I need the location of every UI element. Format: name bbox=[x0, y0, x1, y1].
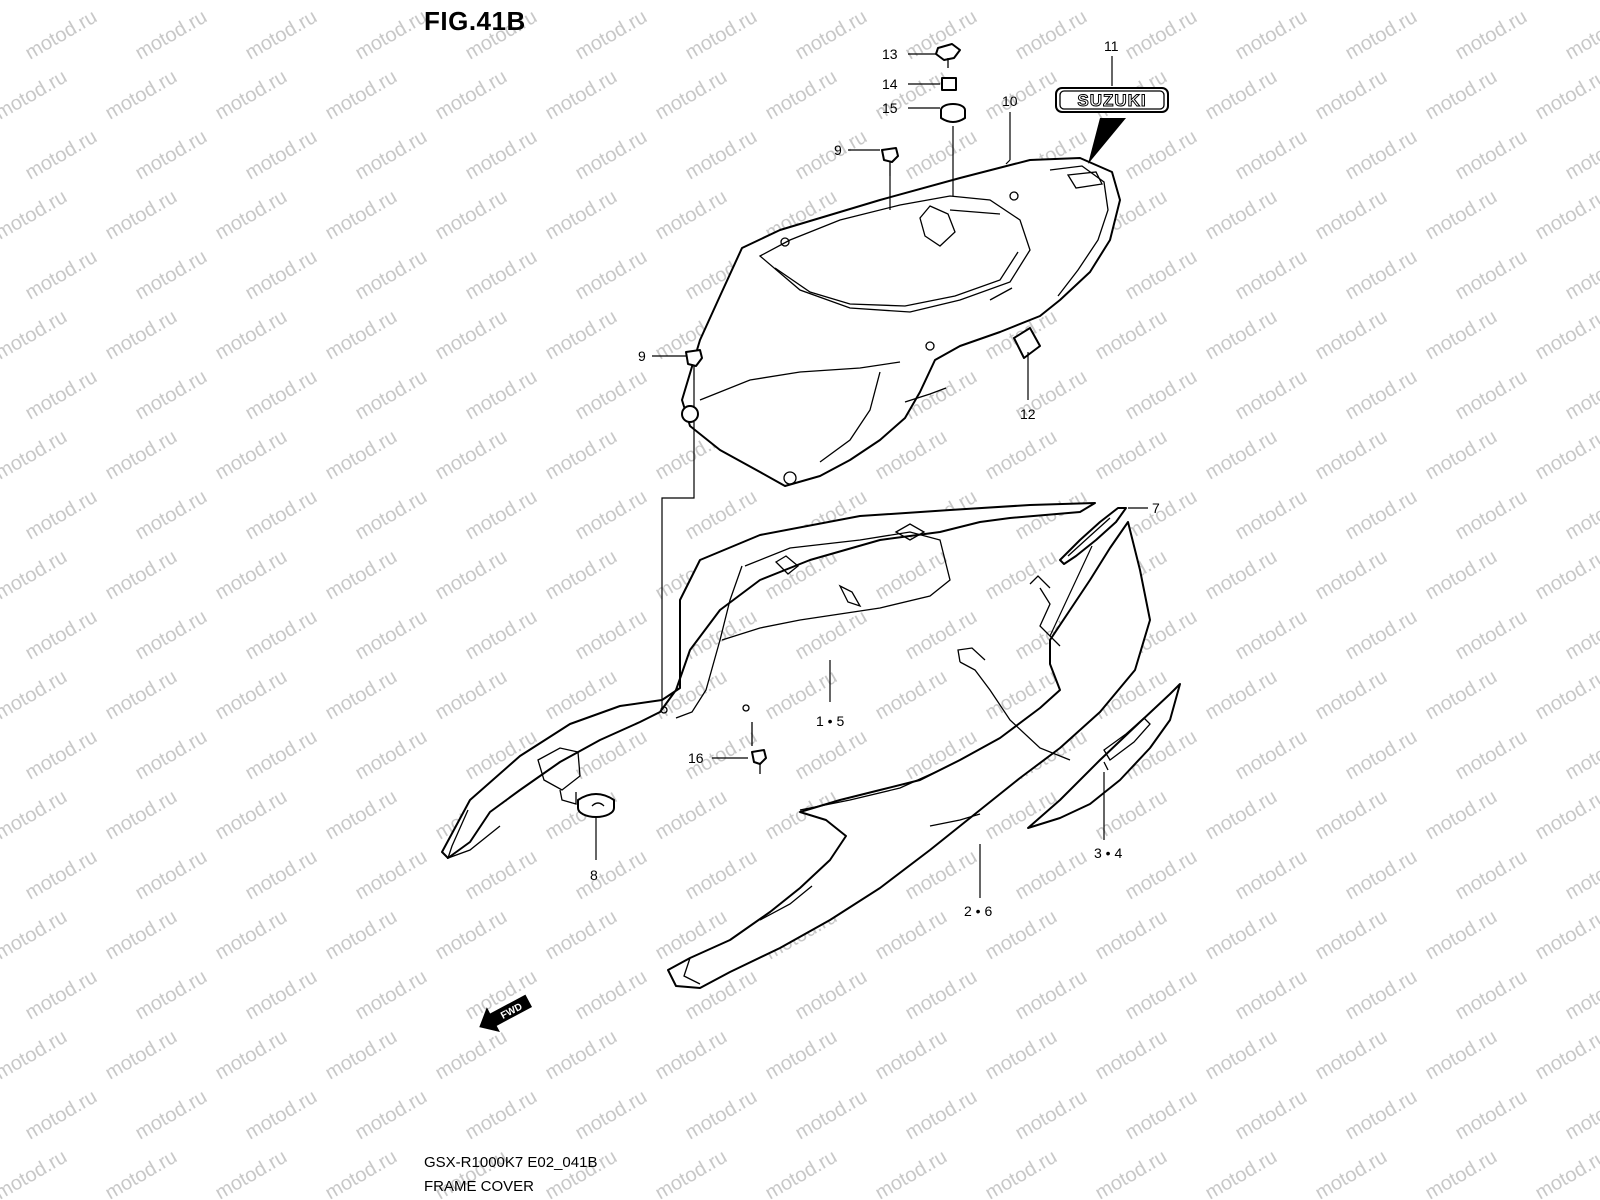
callout-2-6: 2 • 6 bbox=[964, 903, 992, 919]
side-strip-7 bbox=[1059, 507, 1127, 565]
callout-14: 14 bbox=[882, 76, 898, 92]
leader-lines bbox=[595, 53, 1148, 898]
frame-cover-right bbox=[667, 521, 1151, 989]
suzuki-emblem: SUZUKI bbox=[1055, 87, 1169, 164]
label-12 bbox=[1013, 327, 1041, 359]
cushion-15 bbox=[940, 103, 966, 123]
frame-cover-left bbox=[441, 502, 1096, 860]
callout-13: 13 bbox=[882, 46, 898, 62]
seat-tail-cover bbox=[681, 157, 1121, 487]
callout-9-lower: 9 bbox=[638, 348, 646, 364]
callout-8: 8 bbox=[590, 867, 598, 883]
washer-14 bbox=[941, 77, 957, 91]
emblem-text: SUZUKI bbox=[1077, 91, 1146, 110]
callout-11: 11 bbox=[1104, 38, 1119, 54]
callouts: 13 14 15 11 10 9 9 12 7 1 • 5 16 8 3 • 4… bbox=[590, 38, 1160, 919]
callout-9-upper: 9 bbox=[834, 142, 842, 158]
fwd-arrow-icon: FWD bbox=[479, 994, 533, 1032]
callout-1-5: 1 • 5 bbox=[816, 713, 844, 729]
callout-3-4: 3 • 4 bbox=[1094, 845, 1122, 861]
callout-12: 12 bbox=[1020, 406, 1036, 422]
figure-name: FRAME COVER bbox=[424, 1178, 535, 1195]
bolt-16 bbox=[751, 722, 767, 774]
figure-title: FIG.41B bbox=[424, 6, 526, 36]
callout-10: 10 bbox=[1002, 93, 1018, 109]
fastener-9-lower bbox=[681, 349, 703, 423]
bolt-13 bbox=[935, 43, 961, 68]
model-code: GSX-R1000K7 E02_041B bbox=[424, 1154, 598, 1171]
callout-16: 16 bbox=[688, 750, 704, 766]
fwd-label: FWD bbox=[499, 1001, 524, 1021]
callout-7: 7 bbox=[1152, 500, 1160, 516]
side-strip-3-4 bbox=[1027, 683, 1181, 829]
callout-15: 15 bbox=[882, 100, 898, 116]
grommet-8 bbox=[577, 793, 615, 818]
fastener-9-upper bbox=[881, 147, 899, 176]
